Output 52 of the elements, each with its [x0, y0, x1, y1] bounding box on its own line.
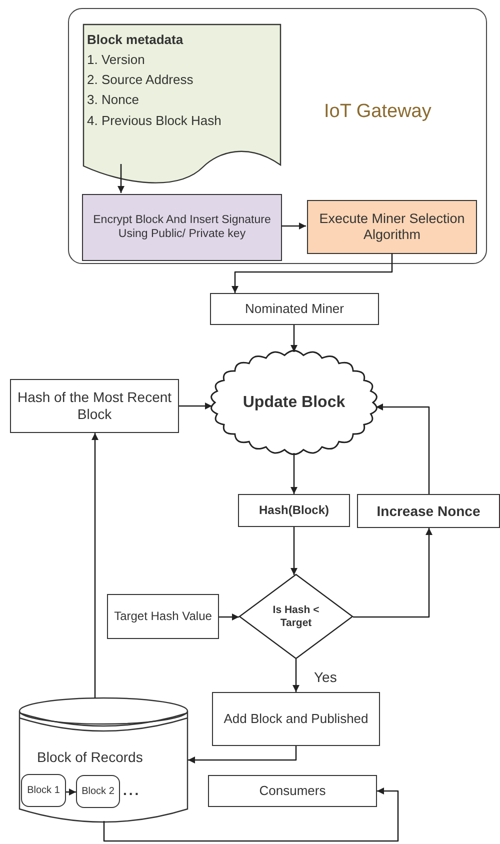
- process-box: [357, 494, 500, 528]
- box-label: Execute Miner Selection Algorithm: [318, 210, 466, 244]
- arrow: [118, 164, 124, 193]
- process-box: [212, 692, 380, 746]
- process-box: [107, 594, 219, 639]
- arrow: [179, 402, 212, 410]
- process-box: [82, 194, 282, 261]
- process-box: [10, 379, 179, 433]
- cloud-shape: [210, 350, 378, 455]
- arrow: [290, 453, 298, 494]
- cylinder-label: Block of Records: [37, 749, 143, 766]
- list-item: 1. Version: [87, 51, 145, 70]
- box-label: Consumers: [258, 783, 327, 799]
- process-box: [238, 494, 350, 527]
- decision-diamond: [239, 574, 353, 659]
- box-label: Hash of the Most Recent Block: [16, 389, 173, 423]
- process-box: [208, 775, 377, 807]
- box-label: Increase Nonce: [376, 502, 482, 520]
- arrow: [353, 528, 432, 618]
- box-label: Nominated Miner: [244, 301, 345, 317]
- block-box: [76, 775, 120, 808]
- edge-label: Yes: [312, 669, 339, 685]
- gateway-container: [68, 8, 487, 264]
- arrow: [66, 788, 76, 796]
- document-shape: [83, 24, 281, 184]
- box-label: Block 1: [26, 784, 61, 796]
- arrow: [92, 433, 98, 698]
- process-box: [210, 293, 379, 325]
- arrow: [103, 788, 399, 842]
- cloud-label: Update Block: [242, 392, 346, 412]
- arrow: [188, 746, 297, 764]
- arrow: [290, 325, 298, 352]
- arrow: [232, 253, 393, 293]
- process-box: [307, 200, 477, 254]
- document-heading: Block metadata: [87, 31, 184, 49]
- box-label: Add Block and Published: [222, 711, 370, 727]
- ellipsis-text: ...: [123, 782, 141, 798]
- arrow: [281, 222, 306, 230]
- block-box: [21, 774, 66, 807]
- arrow: [292, 659, 300, 692]
- list-item: 3. Nonce: [87, 91, 140, 110]
- box-label: Block 2: [80, 786, 116, 798]
- arrow: [290, 527, 298, 575]
- box-label: Encrypt Block And Insert Signature Using Public/ Private key: [92, 214, 272, 242]
- box-label: Hash(Block): [258, 503, 330, 518]
- list-item: 2. Source Address: [87, 71, 194, 90]
- decision-label: Is Hash < Target: [272, 604, 320, 630]
- list-item: 4. Previous Block Hash: [87, 112, 222, 130]
- arrow: [376, 404, 430, 494]
- group-title: IoT Gateway: [324, 101, 432, 124]
- box-label: Target Hash Value: [113, 609, 213, 624]
- arrow: [219, 614, 239, 620]
